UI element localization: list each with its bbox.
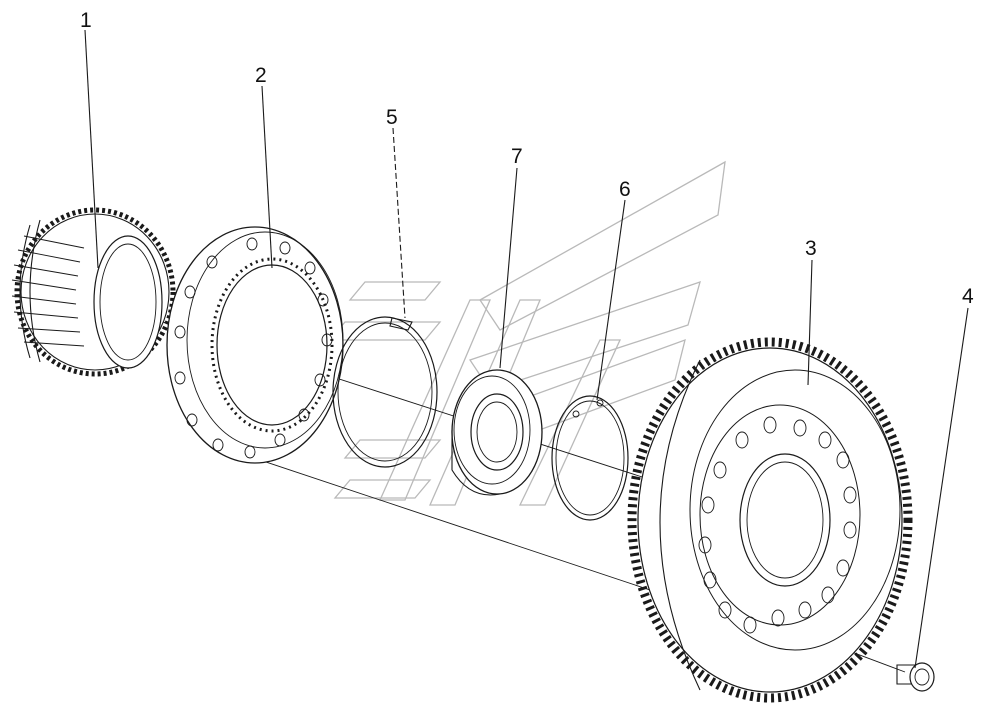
part-6-snap-ring: [551, 395, 629, 521]
callout-4: 4: [962, 285, 974, 308]
leader-line-5: [392, 127, 406, 319]
part-5-retaining-ring: [332, 316, 438, 468]
callout-labels: 1 2 3 4 5 6 7: [80, 9, 974, 308]
leader-lines: [84, 29, 969, 669]
part-1-splined-gear: [11, 207, 176, 377]
watermark-logo: [328, 160, 726, 506]
callout-3: 3: [805, 237, 817, 260]
part-4-bolt: [896, 662, 935, 692]
leader-line-7: [499, 167, 518, 369]
leader-line-3: [807, 259, 813, 386]
leader-line-2: [261, 85, 273, 269]
leader-line-6: [596, 199, 626, 401]
callout-7: 7: [511, 145, 523, 168]
leader-line-1: [84, 29, 99, 269]
callout-2: 2: [255, 64, 267, 87]
callout-5: 5: [386, 106, 398, 129]
callout-6: 6: [619, 178, 631, 201]
bolt-axis-line: [214, 444, 666, 596]
callout-1: 1: [80, 9, 92, 32]
part-7-bearing: [451, 369, 543, 496]
part-3-large-gear: [627, 337, 913, 703]
part-2-flange: [166, 226, 344, 464]
leader-line-4: [914, 307, 969, 669]
